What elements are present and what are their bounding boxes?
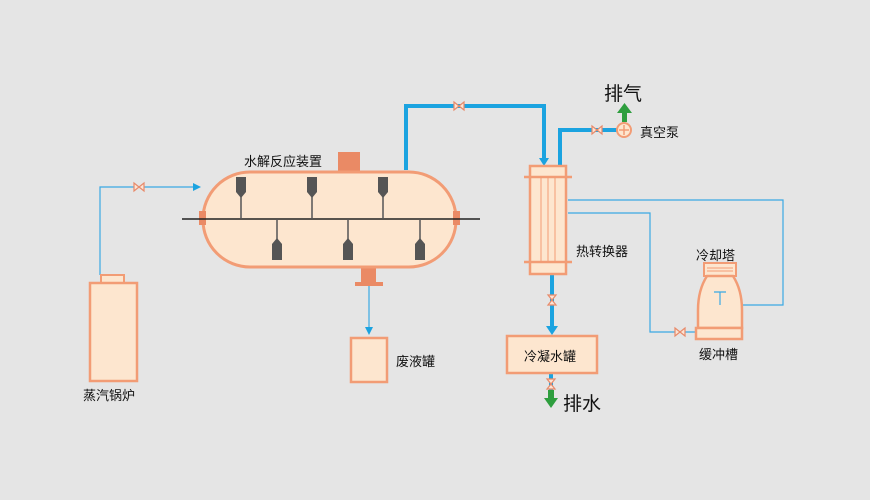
steam-boiler[interactable]	[88, 274, 139, 383]
drain-arrow	[544, 390, 558, 408]
steam-pipe	[99, 183, 201, 275]
reactor-left-flange	[199, 211, 206, 225]
agitator-blade	[415, 219, 425, 260]
exhaust-arrow	[617, 103, 632, 122]
cooling-tower-fan-grille	[707, 267, 733, 272]
vacuum-pump-label: 真空泵	[640, 126, 680, 141]
vacuum-pipe	[558, 128, 618, 166]
vapor-pipe	[404, 104, 546, 170]
agitator-blade	[236, 177, 246, 219]
cooling-tower-label: 冷却塔	[696, 249, 736, 264]
drain-label: 排水	[563, 393, 602, 415]
reactor-right-flange	[453, 211, 460, 225]
cooling-water-supply	[568, 212, 696, 333]
heat-exchanger-label: 热转换器	[576, 245, 629, 260]
reactor-bottom-flange	[355, 282, 383, 286]
valve-vapor[interactable]	[453, 100, 465, 112]
valve-condensate[interactable]	[546, 294, 558, 306]
agitator-blade	[307, 177, 317, 219]
valve-cooling[interactable]	[674, 326, 686, 338]
cooling-tower[interactable]	[696, 262, 744, 330]
reactor-bottom-nozzle	[361, 265, 376, 285]
reactor-label: 水解反应装置	[244, 155, 323, 170]
exhaust-label: 排气	[604, 83, 643, 105]
heat-exchanger[interactable]	[524, 164, 572, 276]
buffer-tank-label: 缓冲槽	[699, 348, 739, 363]
vacuum-pump[interactable]	[616, 122, 632, 138]
condensate-tank[interactable]	[505, 334, 599, 375]
vapor-pipe-arrow	[539, 158, 549, 166]
waste-tank-label: 废液罐	[396, 355, 436, 370]
boiler-body	[88, 281, 139, 383]
condensate-tank-label: 冷凝水罐	[524, 350, 577, 365]
valve-vacuum[interactable]	[591, 124, 603, 136]
waste-tank[interactable]	[349, 336, 389, 384]
agitator-blade	[343, 219, 353, 260]
agitator-blade	[378, 177, 388, 219]
cooling-water-return	[568, 199, 784, 306]
cooling-tower-sprayer	[714, 291, 726, 305]
hydrolysis-reactor[interactable]	[182, 152, 480, 286]
valve-drain[interactable]	[545, 378, 557, 390]
reactor-top-nozzle	[338, 152, 360, 172]
cooling-tower-fan	[703, 262, 737, 277]
agitator-blade	[272, 219, 282, 260]
valve-steam[interactable]	[133, 181, 145, 193]
buffer-tank[interactable]	[694, 326, 744, 341]
condensate-pipe-arrow	[546, 326, 558, 335]
boiler-label: 蒸汽锅炉	[83, 389, 136, 404]
